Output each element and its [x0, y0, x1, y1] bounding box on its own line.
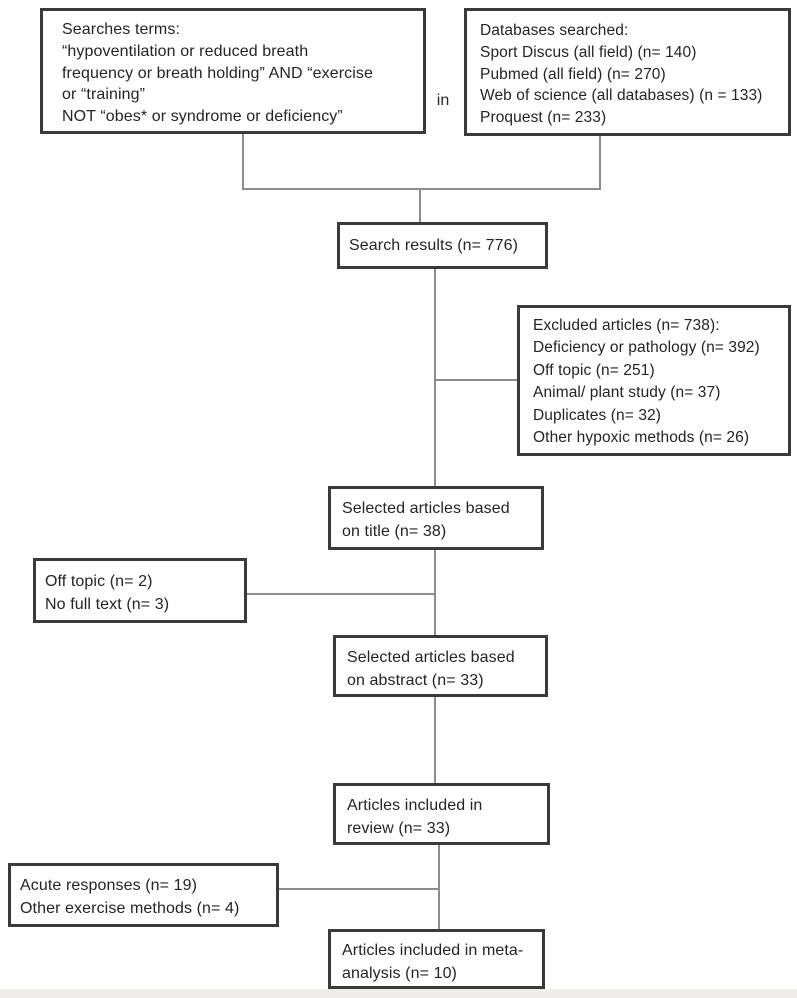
in-connector-label: in: [436, 92, 450, 109]
databases-title: Databases searched:: [480, 22, 629, 39]
selected-abstract-line: Selected articles based: [347, 649, 515, 666]
meta-line: analysis (n= 10): [342, 965, 457, 982]
search-terms-line: or “training”: [62, 86, 146, 104]
off-topic-line: No full text (n= 3): [45, 596, 170, 613]
databases-line: Proquest (n= 233): [480, 109, 607, 127]
excluded-line: Off topic (n= 251): [533, 361, 655, 379]
acute-responses-exclusion-box: Acute responses (n= 19) Other exercise m…: [8, 863, 279, 927]
selected-title-line: Selected articles based: [342, 500, 510, 517]
search-results-label: Search results (n= 776): [349, 236, 519, 254]
included-in-meta-analysis-box: Articles included in meta- analysis (n= …: [328, 929, 545, 989]
acute-line: Other exercise methods (n= 4): [20, 900, 240, 917]
databases-line: Sport Discus (all field) (n= 140): [480, 43, 697, 61]
search-terms-box: Searches terms: “hypoventilation or redu…: [40, 8, 426, 134]
off-topic-exclusion-box: Off topic (n= 2) No full text (n= 3): [33, 558, 247, 623]
excluded-title: Excluded articles (n= 738):: [533, 317, 720, 334]
included-in-review-box: Articles included in review (n= 33): [333, 783, 550, 845]
selected-by-title-box: Selected articles based on title (n= 38): [328, 486, 544, 550]
meta-line: Articles included in meta-: [342, 942, 524, 959]
search-terms-line: NOT “obes* or syndrome or deficiency”: [62, 108, 343, 126]
search-terms-line: frequency or breath holding” AND “exerci…: [62, 64, 374, 82]
connector-line-branch-excluded: [435, 379, 518, 381]
excluded-line: Duplicates (n= 32): [533, 406, 662, 424]
databases-line: Web of science (all databases) (n = 133): [480, 87, 763, 105]
connector-line-results-to-title: [434, 268, 436, 487]
connector-line-abstract-to-review: [434, 696, 436, 784]
search-terms-title: Searches terms:: [62, 21, 180, 38]
excluded-line: Other hypoxic methods (n= 26): [533, 429, 750, 447]
connector-line-from-databases: [599, 136, 601, 189]
bottom-edge-strip: [0, 989, 797, 998]
excluded-line: Deficiency or pathology (n= 392): [533, 339, 760, 357]
selected-abstract-line: on abstract (n= 33): [347, 672, 484, 689]
excluded-articles-box: Excluded articles (n= 738): Deficiency o…: [517, 305, 791, 456]
databases-searched-box: Databases searched: Sport Discus (all fi…: [464, 8, 791, 136]
connector-line-from-search-terms: [242, 134, 244, 189]
connector-line-review-to-meta: [438, 844, 440, 930]
connector-line-to-search-results: [419, 189, 421, 223]
search-results-box: Search results (n= 776): [337, 222, 548, 269]
selected-by-abstract-box: Selected articles based on abstract (n= …: [333, 635, 548, 697]
selected-title-line: on title (n= 38): [342, 523, 447, 540]
review-line: review (n= 33): [347, 820, 451, 837]
databases-line: Pubmed (all field) (n= 270): [480, 65, 666, 83]
connector-line-branch-off-topic: [245, 593, 435, 595]
review-line: Articles included in: [347, 797, 483, 814]
excluded-line: Animal/ plant study (n= 37): [533, 384, 721, 402]
off-topic-line: Off topic (n= 2): [45, 573, 153, 590]
search-terms-line: “hypoventilation or reduced breath: [62, 42, 309, 60]
connector-line-branch-acute: [277, 888, 439, 890]
acute-line: Acute responses (n= 19): [20, 877, 198, 894]
connector-line-merge-horizontal: [242, 188, 601, 190]
